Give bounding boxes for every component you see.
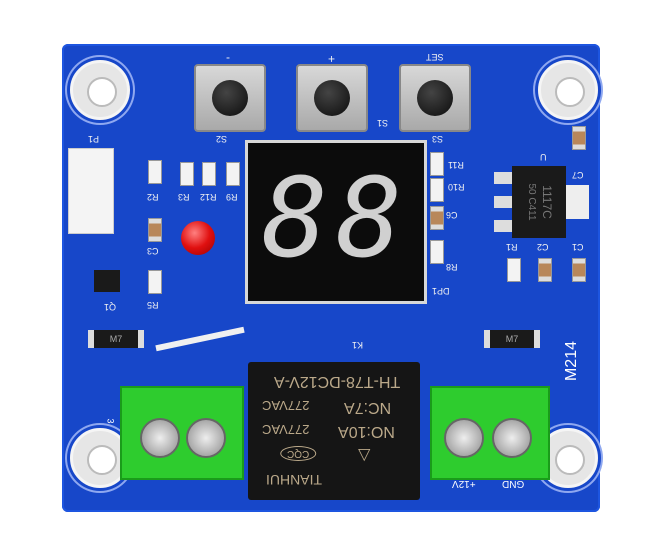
screw[interactable] <box>492 418 532 458</box>
r9-label: R9 <box>226 192 238 202</box>
relay-cert-logo: CQC <box>280 446 317 461</box>
set-label: SET <box>426 52 444 62</box>
resistor <box>226 162 240 186</box>
resistor <box>180 162 194 186</box>
regulator-text: 1117C <box>540 185 554 219</box>
terminal-label: 3 <box>105 418 116 424</box>
board-model: M214 <box>563 340 581 382</box>
r3-label: R3 <box>178 192 190 202</box>
regulator-marking: 1117C 50 C411 <box>512 166 566 238</box>
connector-p1 <box>68 148 114 234</box>
plus-button[interactable] <box>296 64 368 132</box>
c7-label: C7 <box>572 170 584 180</box>
regulator-code: 50 C411 <box>526 183 537 221</box>
r12-label: R12 <box>200 192 217 202</box>
dp1-label: DP1 <box>432 286 450 296</box>
k1-label: K1 <box>352 340 364 350</box>
relay-nc: NC:7A <box>344 399 392 416</box>
gnd-label: GND <box>502 478 525 489</box>
u-label: U <box>540 152 547 162</box>
relay-model: TH-T78-DC12V-A <box>274 373 401 390</box>
status-led <box>181 221 215 255</box>
diode: M7 <box>88 330 144 348</box>
relay-nc-rating: 277VAC <box>262 398 310 413</box>
resistor <box>430 152 444 176</box>
voltage-regulator: 1117C 50 C411 <box>512 166 566 238</box>
seven-segment-display: 88 <box>245 140 427 304</box>
mounting-hole <box>70 60 130 120</box>
regulator-tab <box>565 185 589 219</box>
r2-label: R2 <box>147 192 159 202</box>
relay-brand: TIANHUI <box>266 472 322 488</box>
resistor <box>430 178 444 202</box>
relay: TH-T78-DC12V-A NC:7A 277VAC NO:10A 277VA… <box>248 362 420 500</box>
mounting-hole <box>538 60 598 120</box>
pwr-label: +12V <box>452 478 476 489</box>
capacitor <box>572 258 586 282</box>
terminal-block-power <box>430 386 550 480</box>
s3-label: S3 <box>432 134 444 144</box>
capacitor <box>572 126 586 150</box>
minus-button[interactable] <box>194 64 266 132</box>
resistor <box>148 160 162 184</box>
screw[interactable] <box>444 418 484 458</box>
display-digits: 88 <box>261 154 411 282</box>
r10-label: R10 <box>448 182 465 192</box>
r5-label: R5 <box>147 300 159 310</box>
c3-label: C3 <box>147 246 159 256</box>
relay-no-rating: 277VAC <box>262 422 310 437</box>
c1-label: C1 <box>572 242 584 252</box>
screw[interactable] <box>186 418 226 458</box>
relay-warning-icon: △ <box>358 447 371 464</box>
resistor <box>430 240 444 264</box>
transistor-q1 <box>94 270 120 292</box>
terminal-block-output <box>120 386 244 480</box>
set-button[interactable] <box>399 64 471 132</box>
r8-label: R8 <box>446 262 458 272</box>
resistor <box>507 258 521 282</box>
capacitor <box>430 206 444 230</box>
resistor <box>148 270 162 294</box>
screw[interactable] <box>140 418 180 458</box>
plus-label: + <box>328 52 336 66</box>
minus-label: - <box>226 52 230 66</box>
s1-label: S1 <box>377 118 389 128</box>
relay-no: NO:10A <box>338 423 395 440</box>
q1-label: Q1 <box>104 302 117 312</box>
capacitor <box>538 258 552 282</box>
c2-label: C2 <box>537 242 549 252</box>
c6-label: C6 <box>446 210 458 220</box>
s2-label: S2 <box>216 134 228 144</box>
diode: M7 <box>484 330 540 348</box>
r11-label: R11 <box>448 160 464 170</box>
capacitor <box>148 218 162 242</box>
resistor <box>202 162 216 186</box>
p1-label: P1 <box>88 134 100 144</box>
diode-label: M7 <box>109 334 123 344</box>
diode-label: M7 <box>505 334 519 344</box>
r1-label: R1 <box>506 242 518 252</box>
